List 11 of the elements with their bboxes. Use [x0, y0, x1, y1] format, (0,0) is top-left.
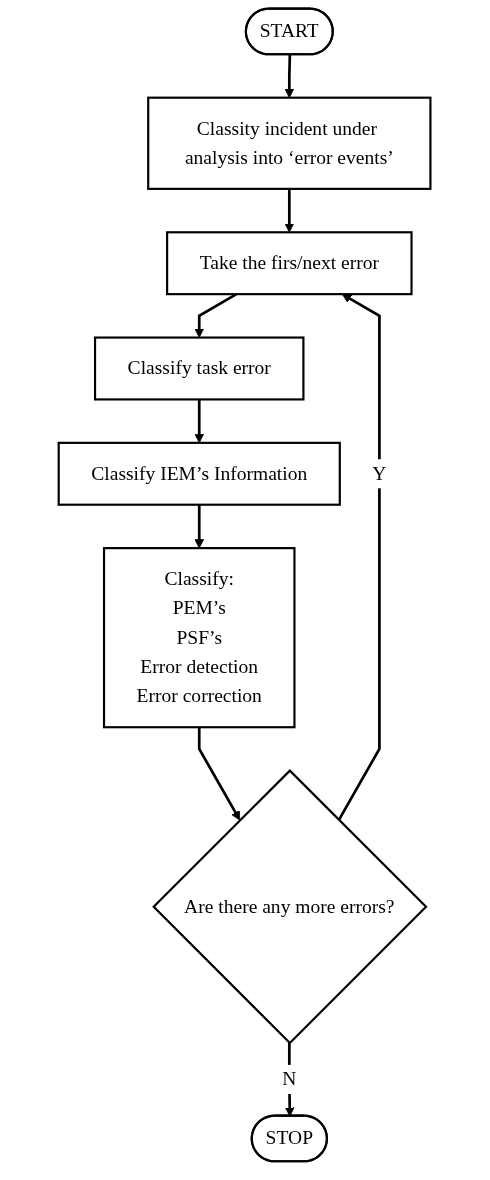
node-box: Take the firs/next error	[166, 231, 414, 296]
arrow	[198, 727, 241, 821]
arrow	[194, 504, 205, 549]
node-diamond: Are there any more errors?	[152, 769, 428, 1045]
node-box: Classify: PEM’s PSF’s Error detection Error correction	[103, 547, 296, 729]
node-box: Classify task error	[94, 336, 305, 401]
node-box: Classity incident under analysis into ‘error events’	[147, 96, 432, 190]
arrow	[285, 188, 295, 233]
edge-label: N	[282, 1067, 297, 1090]
edge-label: Y	[372, 462, 387, 485]
node-box: Classify IEM’s Information	[58, 441, 342, 506]
